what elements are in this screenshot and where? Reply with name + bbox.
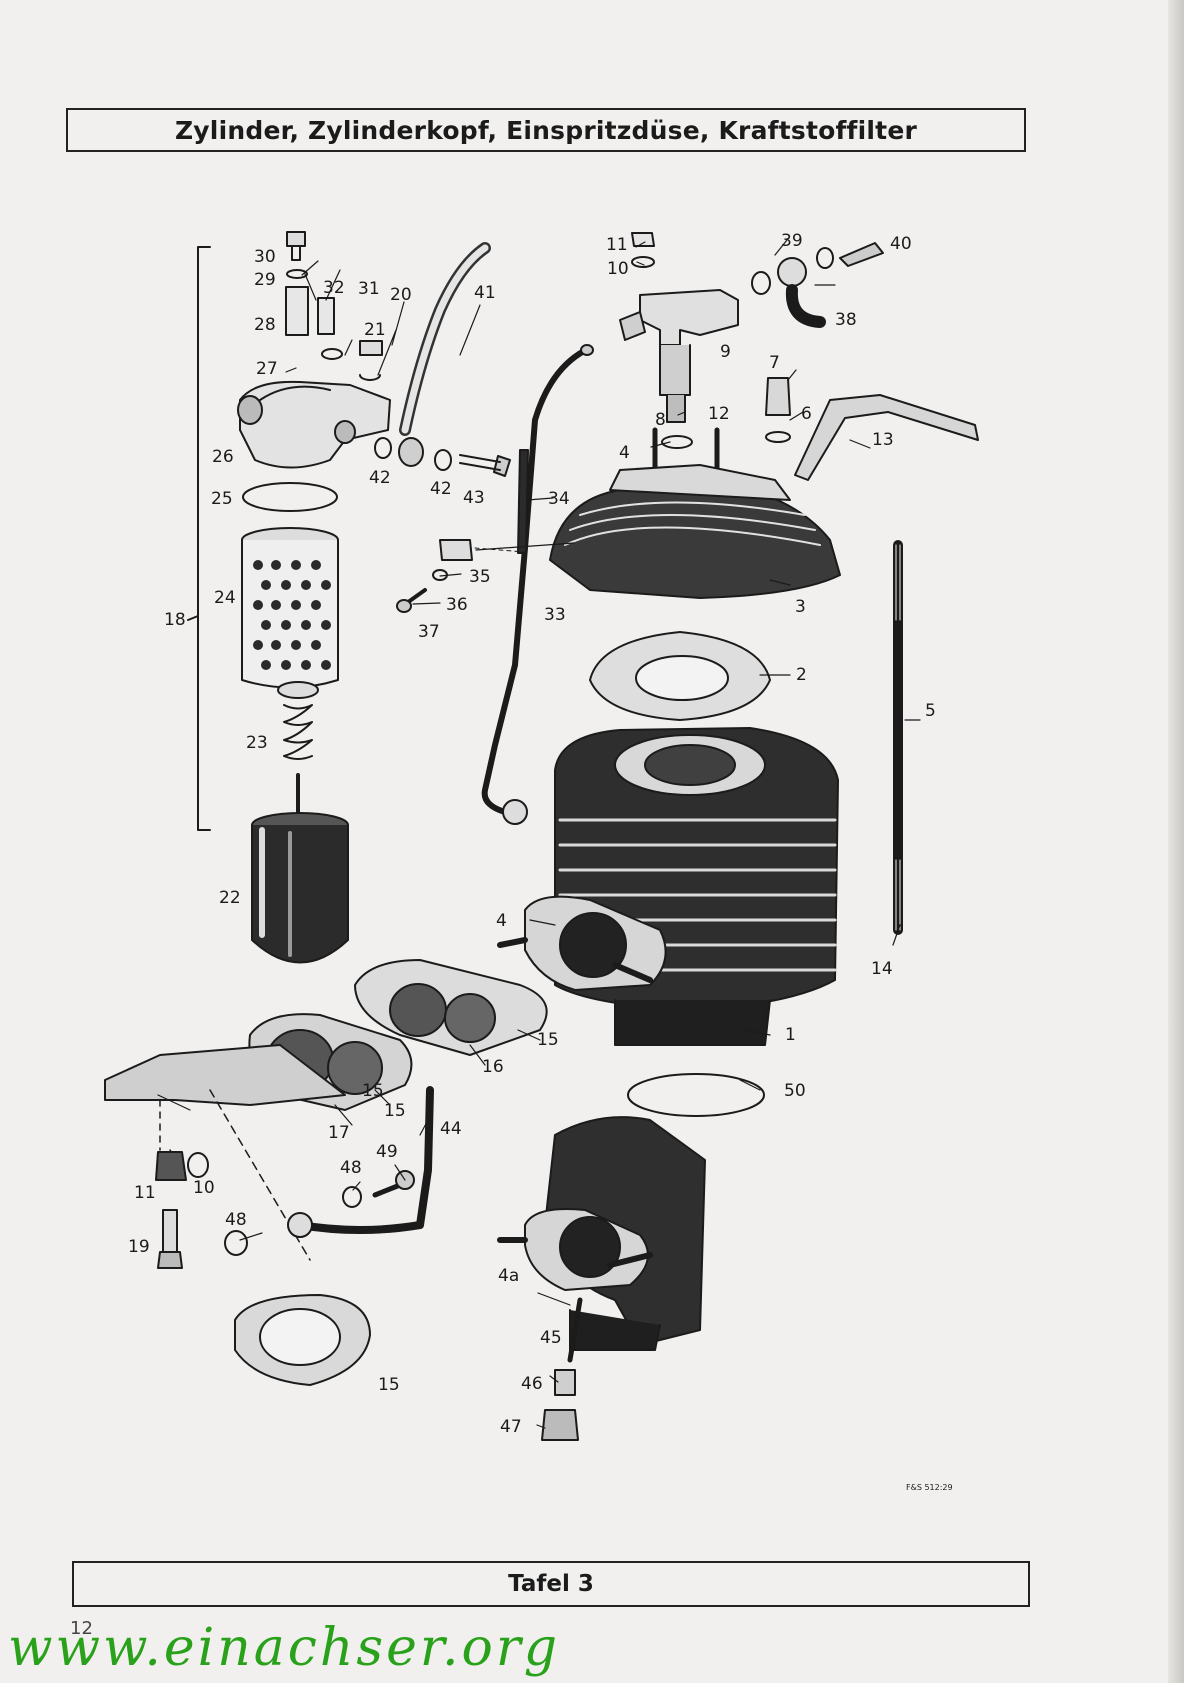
fastener-set	[155, 1089, 311, 1269]
callout-label: 46	[521, 1374, 543, 1394]
filter-group-bracket	[187, 246, 211, 831]
callout-label: 40	[890, 234, 912, 254]
callout-label: 14	[871, 959, 893, 979]
callout-label: 22	[219, 888, 241, 908]
callout-label: 12	[708, 404, 730, 424]
callout-label: 34	[548, 489, 570, 509]
callout-label: 9	[720, 342, 731, 362]
callout-label: 48	[225, 1210, 247, 1230]
callout-label: 10	[193, 1178, 215, 1198]
callout-label: 13	[872, 430, 894, 450]
drain-plug-set	[541, 1297, 583, 1441]
filter-bowl	[251, 773, 349, 964]
callout-label: 15	[384, 1101, 406, 1121]
callout-label: 27	[256, 359, 278, 379]
callout-label: 21	[364, 320, 386, 340]
callout-label: 15	[362, 1081, 384, 1101]
cylinder-block	[554, 727, 839, 1046]
filter-head-bolts	[285, 231, 383, 381]
callout-label: 7	[769, 353, 780, 373]
callout-label: 43	[463, 488, 485, 508]
callout-label: 4	[619, 443, 630, 463]
head-gasket	[589, 631, 771, 721]
callout-label: 38	[835, 310, 857, 330]
cylinder-head	[549, 464, 841, 599]
callout-label: 29	[254, 270, 276, 290]
callout-label: 49	[376, 1142, 398, 1162]
page-edge-shadow	[1168, 0, 1184, 1683]
print-stamp: F&S 512:29	[906, 1483, 953, 1492]
callout-label: 35	[469, 567, 491, 587]
cylinder-variant-4a	[497, 1116, 706, 1351]
callout-label: 10	[607, 259, 629, 279]
callout-label: 15	[378, 1375, 400, 1395]
callout-label: 20	[390, 285, 412, 305]
callout-label: 2	[796, 665, 807, 685]
intake-spacers	[104, 959, 548, 1111]
filter-element	[241, 527, 339, 689]
callout-label: 25	[211, 489, 233, 509]
callout-label: 30	[254, 247, 276, 267]
banjo-fitting	[374, 437, 511, 477]
callout-labels: 1 2 3 4 4 4a 5 6 7 8 9 10 10 11 11 12 13…	[128, 231, 953, 1492]
website-watermark: www.einachser.org	[8, 1618, 560, 1678]
return-banjo	[751, 242, 884, 328]
injection-pipe	[481, 348, 587, 815]
callout-label: 33	[544, 605, 566, 625]
callout-label: 23	[246, 733, 268, 753]
decompression-lever	[794, 394, 979, 481]
callout-label: 28	[254, 315, 276, 335]
callout-label: 37	[418, 622, 440, 642]
callout-label: 8	[655, 410, 666, 430]
callout-label: 47	[500, 1417, 522, 1437]
fuel-hose	[399, 242, 491, 436]
filter-spring	[277, 681, 319, 760]
callout-label: 16	[482, 1057, 504, 1077]
callout-label: 42	[430, 479, 452, 499]
flange-gasket	[234, 1294, 371, 1386]
callout-label: 26	[212, 447, 234, 467]
callout-label: 50	[784, 1081, 806, 1101]
filter-cover	[237, 380, 391, 469]
long-stud	[893, 540, 903, 935]
intake-flange	[497, 895, 667, 991]
filter-seal-ring	[242, 482, 338, 512]
callout-label: 18	[164, 610, 186, 630]
callout-label: 41	[474, 283, 496, 303]
plate-label: Tafel 3	[72, 1561, 1030, 1607]
leader-lines	[157, 239, 921, 1429]
callout-label: 31	[358, 279, 380, 299]
page-title: Zylinder, Zylinderkopf, Einspritzdüse, K…	[66, 108, 1026, 152]
callout-label: 45	[540, 1328, 562, 1348]
callout-label: 42	[369, 468, 391, 488]
callout-label: 19	[128, 1237, 150, 1257]
callout-label: 17	[328, 1123, 350, 1143]
callout-label: 4a	[498, 1266, 519, 1286]
callout-label: 39	[781, 231, 803, 251]
callout-label: 15	[537, 1030, 559, 1050]
cylinder-base-ring	[627, 1073, 765, 1117]
callout-label: 24	[214, 588, 236, 608]
callout-label: 1	[785, 1025, 796, 1045]
callout-label: 11	[134, 1183, 156, 1203]
callout-label: 4	[496, 911, 507, 931]
callout-label: 5	[925, 701, 936, 721]
callout-label: 11	[606, 235, 628, 255]
callout-label: 6	[801, 404, 812, 424]
injection-nozzle	[619, 232, 739, 449]
callout-label: 44	[440, 1119, 462, 1139]
callout-label: 3	[795, 597, 806, 617]
callout-label: 36	[446, 595, 468, 615]
page-number: 12	[70, 1618, 93, 1639]
callout-label: 32	[323, 278, 345, 298]
valve-fitting	[765, 377, 791, 443]
callout-label: 48	[340, 1158, 362, 1178]
